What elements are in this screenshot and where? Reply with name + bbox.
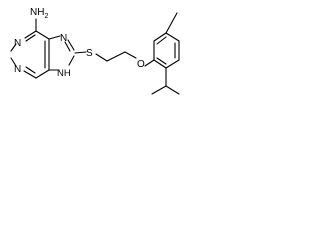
label-oxygen: O bbox=[137, 59, 145, 70]
bond-methyl bbox=[165, 12, 178, 34]
bond-c8-s bbox=[74, 51, 87, 54]
bond-ch-ch3-right bbox=[165, 85, 180, 95]
bond-ar-6 bbox=[153, 59, 167, 69]
label-amine: NH2 bbox=[30, 7, 48, 20]
label-n-pyrimidine-top: N bbox=[14, 38, 21, 49]
bond-ar-2-double bbox=[156, 36, 167, 45]
structure-diagram: NH2 N N N NH S O bbox=[0, 0, 189, 132]
label-n-imidazole-top: N bbox=[60, 33, 67, 44]
bond-n7-c8-double bbox=[64, 41, 71, 52]
bond-n1-c2 bbox=[10, 43, 17, 52]
bond-c6-n1 bbox=[24, 30, 37, 39]
bond-n3-c4 bbox=[23, 70, 37, 79]
bond-ch-ch3-left bbox=[151, 85, 167, 95]
bond-c6-n1-double bbox=[25, 34, 36, 42]
bond-c5-n7 bbox=[48, 35, 61, 40]
bond-ar-3 bbox=[165, 32, 180, 42]
bond-c8-n9 bbox=[68, 55, 75, 66]
isopropyl-group bbox=[151, 67, 180, 95]
pyrimidine-ring bbox=[10, 18, 50, 79]
bond-ch2-o bbox=[124, 51, 137, 59]
label-n-imidazole-bottom: NH bbox=[57, 68, 71, 79]
bond-ar-2 bbox=[153, 32, 167, 42]
thioether-chain bbox=[74, 51, 155, 67]
bond-ch2-ch2 bbox=[106, 51, 126, 62]
imidazole-ring bbox=[48, 35, 75, 71]
bond-ar-6-double bbox=[156, 57, 167, 65]
bond-n3-c4-double bbox=[25, 66, 36, 74]
molecule-drawing: NH2 N N N NH S O bbox=[10, 7, 180, 95]
aryl-ring bbox=[153, 12, 180, 69]
bond-c2-n3 bbox=[10, 57, 17, 67]
bond-c6a-c6 bbox=[35, 30, 50, 40]
bond-n7-c8 bbox=[67, 39, 75, 51]
label-sulfur: S bbox=[86, 48, 93, 59]
bond-o-aryl bbox=[144, 59, 155, 67]
bond-s-ch2 bbox=[95, 53, 108, 62]
bond-ar-5 bbox=[165, 59, 180, 69]
label-n-pyrimidine-bottom: N bbox=[14, 64, 21, 75]
bond-c4-c5 bbox=[35, 69, 50, 79]
